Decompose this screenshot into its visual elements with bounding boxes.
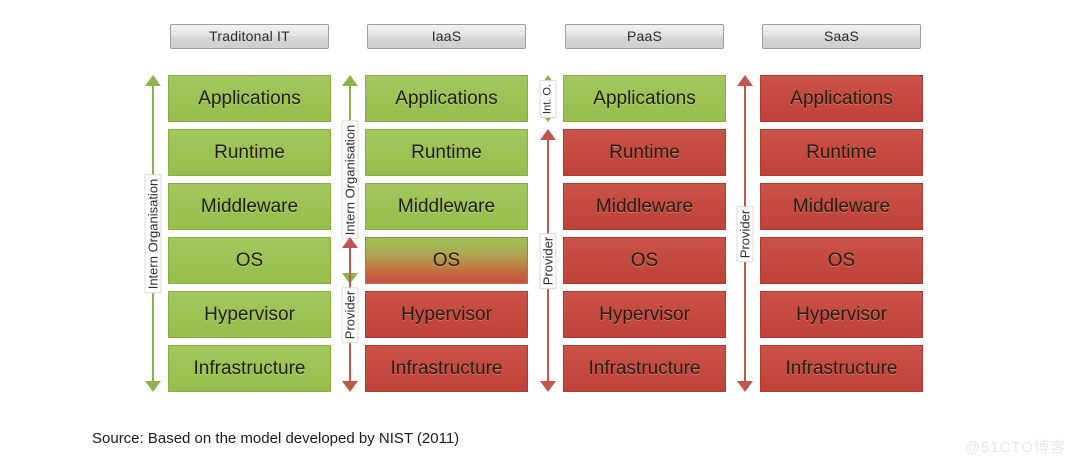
arrow-head-up-icon — [145, 75, 161, 86]
arrow-head-up-icon — [737, 75, 753, 86]
layer-box-saas-middleware[interactable]: Middleware — [760, 183, 923, 230]
arrow-label: Provider — [736, 205, 754, 262]
watermark: @51CTO博客 — [964, 439, 1066, 456]
layer-box-traditional-it-applications[interactable]: Applications — [168, 75, 331, 122]
layer-box-iaas-infrastructure[interactable]: Infrastructure — [365, 345, 528, 392]
arrow-label: Provider — [539, 232, 557, 289]
arrow-label: Provider — [341, 286, 359, 343]
column-header-traditional-it[interactable]: Traditonal IT — [170, 24, 329, 49]
source-caption: Source: Based on the model developed by … — [92, 430, 460, 447]
arrow-head-up-icon — [342, 75, 358, 86]
layer-box-iaas-os[interactable]: OS — [365, 237, 528, 284]
arrow-head-up-icon — [342, 237, 358, 248]
layer-box-paas-middleware[interactable]: Middleware — [563, 183, 726, 230]
responsibility-arrow-traditional-it-intern-organisation: Intern Organisation — [142, 75, 164, 392]
layer-box-iaas-middleware[interactable]: Middleware — [365, 183, 528, 230]
layer-box-paas-applications[interactable]: Applications — [563, 75, 726, 122]
column-header-iaas[interactable]: IaaS — [367, 24, 526, 49]
layer-box-traditional-it-infrastructure[interactable]: Infrastructure — [168, 345, 331, 392]
layer-box-saas-os[interactable]: OS — [760, 237, 923, 284]
layer-box-iaas-applications[interactable]: Applications — [365, 75, 528, 122]
arrow-head-down-icon — [342, 381, 358, 392]
layer-box-saas-infrastructure[interactable]: Infrastructure — [760, 345, 923, 392]
arrow-head-down-icon — [145, 381, 161, 392]
layer-box-iaas-hypervisor[interactable]: Hypervisor — [365, 291, 528, 338]
arrow-head-down-icon — [540, 381, 556, 392]
layer-box-iaas-runtime[interactable]: Runtime — [365, 129, 528, 176]
layer-box-traditional-it-hypervisor[interactable]: Hypervisor — [168, 291, 331, 338]
column-header-paas[interactable]: PaaS — [565, 24, 724, 49]
layer-box-paas-infrastructure[interactable]: Infrastructure — [563, 345, 726, 392]
responsibility-arrow-paas-provider: Provider — [537, 129, 559, 392]
layer-box-paas-runtime[interactable]: Runtime — [563, 129, 726, 176]
layer-box-paas-hypervisor[interactable]: Hypervisor — [563, 291, 726, 338]
layer-box-paas-os[interactable]: OS — [563, 237, 726, 284]
layer-box-traditional-it-os[interactable]: OS — [168, 237, 331, 284]
responsibility-arrow-iaas-provider: Provider — [339, 237, 361, 392]
responsibility-arrow-paas-int-o: Int. O. — [537, 75, 559, 122]
responsibility-arrow-saas-provider: Provider — [734, 75, 756, 392]
layer-box-saas-hypervisor[interactable]: Hypervisor — [760, 291, 923, 338]
layer-box-saas-applications[interactable]: Applications — [760, 75, 923, 122]
arrow-label: Intern Organisation — [341, 120, 359, 239]
layer-box-saas-runtime[interactable]: Runtime — [760, 129, 923, 176]
column-header-saas[interactable]: SaaS — [762, 24, 921, 49]
arrow-head-down-icon — [737, 381, 753, 392]
layer-box-traditional-it-runtime[interactable]: Runtime — [168, 129, 331, 176]
arrow-label: Int. O. — [539, 79, 557, 118]
layer-box-traditional-it-middleware[interactable]: Middleware — [168, 183, 331, 230]
arrow-head-up-icon — [540, 129, 556, 140]
arrow-label: Intern Organisation — [144, 174, 162, 293]
